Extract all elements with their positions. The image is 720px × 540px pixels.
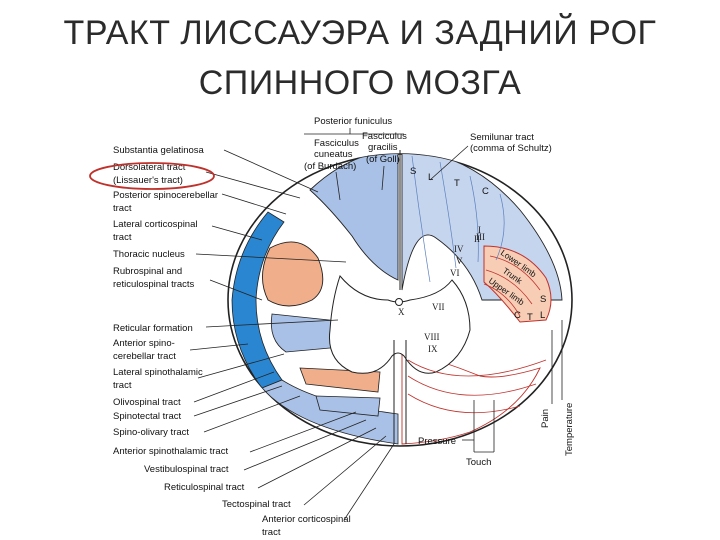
label-thoracic-nucleus: Thoracic nucleus: [113, 249, 185, 260]
lamina-VI: VI: [450, 268, 460, 278]
label-fasciculus-cuneatus-2: cuneatus: [314, 149, 353, 160]
left-ventral-tracts-2: [315, 395, 381, 417]
label-dorsolateral-tract: Dorsolateral tract: [113, 162, 186, 173]
somatotopy-t-right: T: [527, 312, 533, 323]
label-spinotectal: Spinotectal tract: [113, 411, 181, 422]
label-posterior-spinocerebellar: Posterior spinocerebellar: [113, 190, 218, 201]
lamina-VIII: VIII: [424, 332, 440, 342]
lamina-V: V: [456, 256, 463, 266]
leader-lines: [189, 149, 395, 521]
label-anterior-spinocerebellar: Anterior spino-: [113, 338, 175, 349]
somatotopy-l-top: L: [428, 172, 433, 183]
left-dorsal-horn: [262, 241, 324, 307]
right-anterior-region: [401, 349, 541, 445]
lamina-IX: IX: [428, 344, 438, 354]
label-anterior-spinocerebellar-2: cerebellar tract: [113, 351, 176, 362]
somatotopy-c-right: C: [514, 310, 521, 321]
posterior-funiculus-left: [309, 154, 399, 281]
somatotopy-c-top: C: [482, 186, 489, 197]
label-fasciculus-gracilis-3: (of Goll): [366, 154, 400, 165]
label-posterior-spinocerebellar-2: tract: [113, 203, 132, 214]
somatotopy-s-right: S: [540, 294, 546, 305]
label-touch: Touch: [466, 457, 491, 468]
label-vestibulospinal: Vestibulospinal tract: [144, 464, 229, 475]
label-spino-olivary: Spino-olivary tract: [113, 427, 189, 438]
right-somatotopy-region: [483, 245, 552, 323]
label-rubrospinal: Rubrospinal and: [113, 266, 182, 277]
somatotopy-s-top: S: [410, 166, 416, 177]
central-canal: [395, 298, 403, 306]
label-lateral-corticospinal-2: tract: [113, 232, 132, 243]
label-reticulospinal-tract: Reticulospinal tract: [164, 482, 245, 493]
label-fasciculus-cuneatus-1: Fasciculus: [314, 138, 359, 149]
label-olivospinal: Olivospinal tract: [113, 397, 181, 408]
left-labels: Substantia gelatinosa Dorsolateral tract…: [113, 145, 351, 538]
lamina-VII: VII: [432, 302, 445, 312]
label-substantia-gelatinosa: Substantia gelatinosa: [113, 145, 205, 156]
anterior-tract-band: [261, 379, 399, 445]
label-pressure: Pressure: [418, 436, 456, 447]
label-fasciculus-gracilis-2: gracilis: [368, 142, 398, 153]
lamina-I: I: [478, 225, 481, 235]
slide-title-line-2: СПИННОГО МОЗГА: [198, 64, 522, 102]
label-posterior-funiculus: Posterior funiculus: [314, 116, 392, 127]
somatotopy-l-right: L: [540, 310, 545, 321]
label-lateral-spinothalamic-2: tract: [113, 380, 132, 391]
label-fasciculus-gracilis-1: Fasciculus: [362, 131, 407, 142]
label-temperature: Temperature: [564, 403, 575, 456]
slide-title-line-1: ТРАКТ ЛИССАУЭРА И ЗАДНИЙ РОГ: [63, 14, 657, 52]
label-semilunar-comma: (comma of Schultz): [470, 143, 552, 154]
lissauer-highlight-ring: [89, 162, 215, 190]
label-reticulospinal: reticulospinal tracts: [113, 279, 195, 290]
label-anterior-corticospinal: Anterior corticospinal: [262, 514, 351, 525]
label-fasciculus-cuneatus-3: (of Burdach): [304, 161, 356, 172]
somatotopy-t-top: T: [454, 178, 460, 189]
label-lissauer-tract: (Lissauer's tract): [113, 175, 183, 186]
lamina-X: X: [398, 307, 405, 317]
label-anterior-corticospinal-2: tract: [262, 527, 281, 538]
label-reticular-formation: Reticular formation: [113, 323, 193, 334]
lamina-III: III: [476, 232, 485, 242]
label-anterior-spinothalamic: Anterior spinothalamic tract: [113, 446, 228, 457]
label-tectospinal: Tectospinal tract: [222, 499, 291, 510]
label-semilunar-tract: Semilunar tract: [470, 132, 534, 143]
label-lateral-corticospinal: Lateral corticospinal: [113, 219, 198, 230]
lamina-II: II: [474, 234, 480, 244]
label-pain: Pain: [540, 409, 551, 428]
label-lateral-spinothalamic: Lateral spinothalamic: [113, 367, 203, 378]
lamina-IV: IV: [454, 244, 464, 254]
